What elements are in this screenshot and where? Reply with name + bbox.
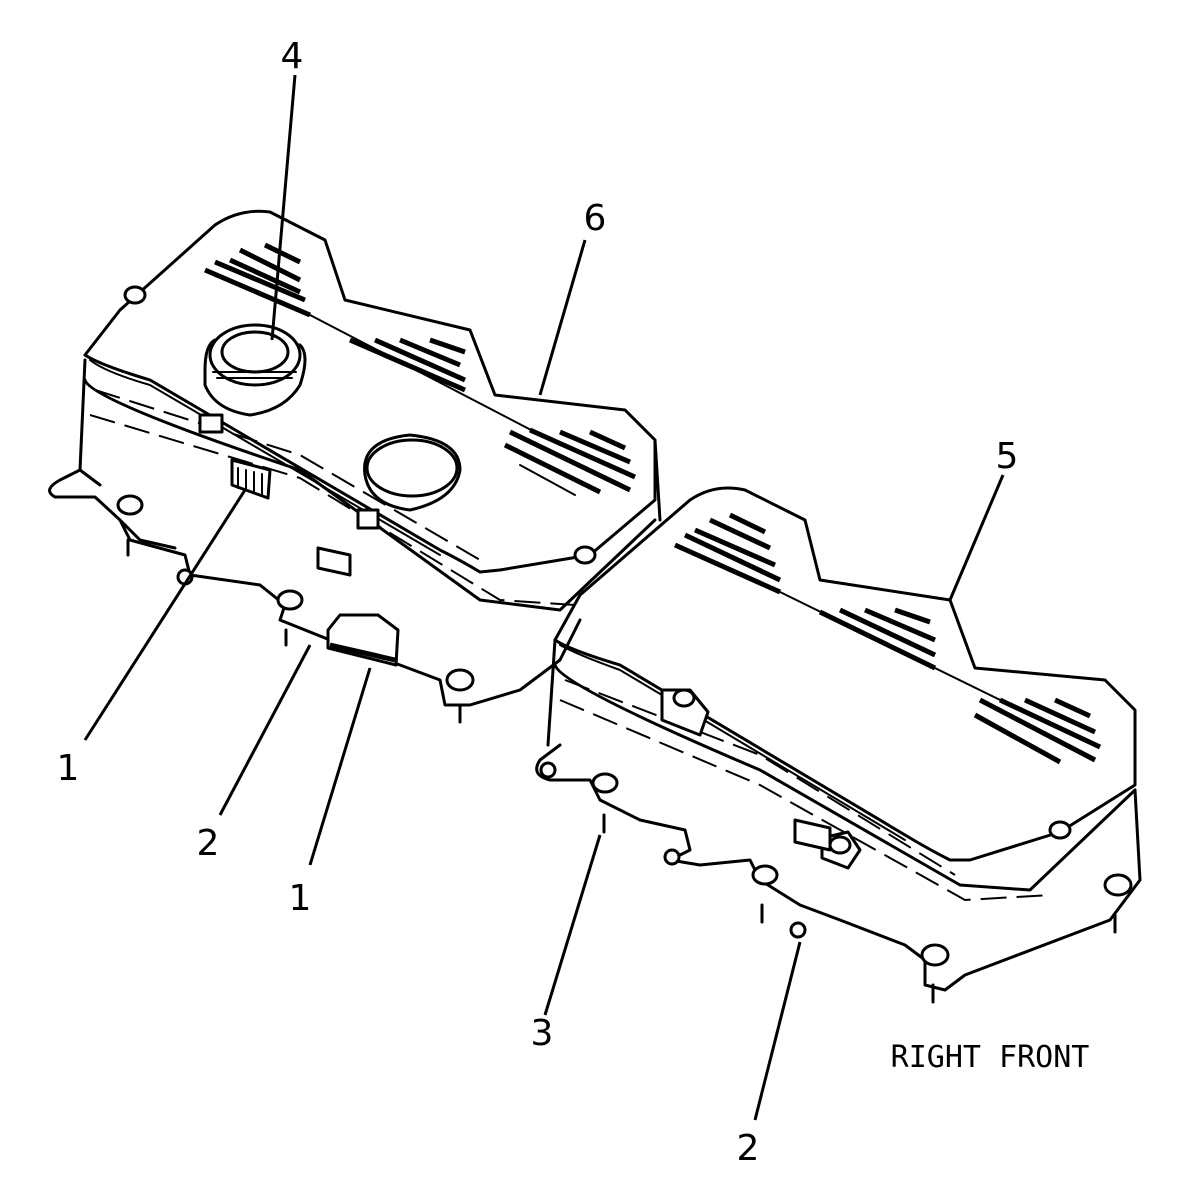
- orientation-caption: RIGHT FRONT: [891, 1040, 1090, 1075]
- callout-4: 4: [281, 36, 304, 77]
- callout-1-upper: 1: [57, 748, 80, 789]
- leader-lines: [83, 74, 1005, 1121]
- bolts-rear-cover: [116, 285, 597, 724]
- callout-5: 5: [996, 436, 1019, 477]
- valve-cover-front: [535, 486, 1142, 1004]
- oil-filler-cap: [203, 323, 307, 417]
- connector-lower: [326, 613, 400, 667]
- bolts-front-cover: [539, 688, 1133, 1004]
- callout-2-lower: 2: [737, 1128, 760, 1169]
- breather-opening: [363, 433, 462, 512]
- callout-3: 3: [531, 1013, 554, 1054]
- connector-upper: [230, 458, 272, 500]
- valve-cover-rear: [48, 209, 662, 724]
- callout-1-lower: 1: [289, 878, 312, 919]
- callout-2-upper: 2: [197, 823, 220, 864]
- callout-6: 6: [584, 198, 607, 239]
